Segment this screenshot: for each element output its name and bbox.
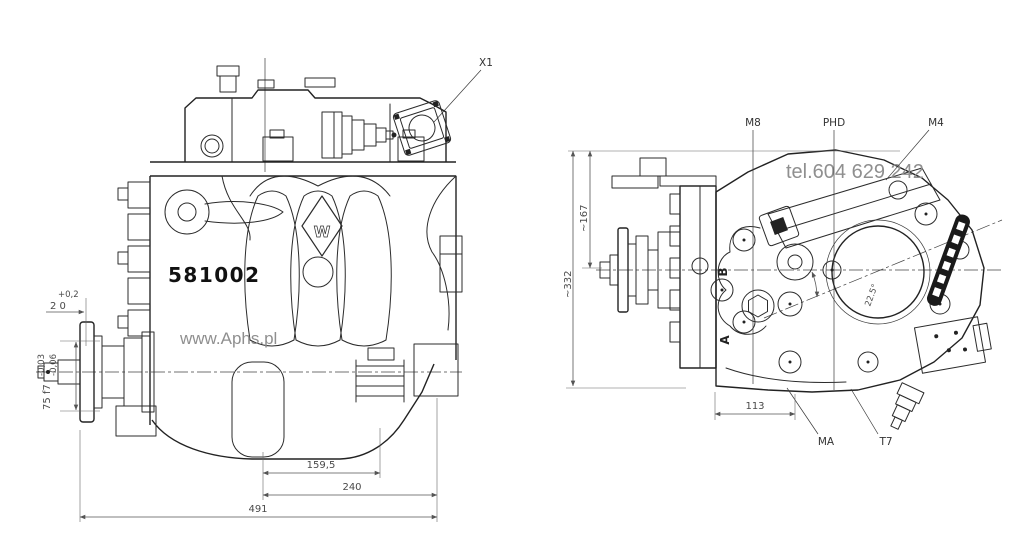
bottom-callouts: MA T7 [786, 387, 893, 448]
dimension-step: +0,2 2 0 [46, 290, 87, 346]
dimension-113: 113 [714, 392, 796, 420]
x1-connector [392, 100, 452, 156]
bolt-circles [691, 180, 970, 374]
hex-plug [741, 289, 775, 323]
valve-block [913, 316, 992, 374]
view-letter-a: A [718, 335, 732, 345]
logo-letter: W [314, 223, 331, 241]
manufacturer-logo: W [301, 195, 343, 257]
shaft-stack [599, 227, 681, 313]
end-view: B A tel.604 629 242 M8 PHD M4 MA T7 ~167 [563, 117, 1003, 448]
side-view: X1 [36, 57, 493, 522]
dimension-shaft-diameter: 75 f7 -0,03 -0,06 [37, 340, 100, 412]
dimension-159-5-text: 159,5 [307, 460, 336, 471]
m4-callout-label: M4 [928, 117, 944, 129]
shaft-tol-upper: -0,03 [37, 354, 47, 376]
crankcase [117, 175, 463, 425]
end-body: B A [691, 149, 992, 430]
dimension-step-tolerance: +0,2 [58, 290, 79, 300]
cylinder-axis-centerline [763, 219, 1003, 319]
phone-watermark: tel.604 629 242 [786, 161, 924, 183]
dimension-angle-text: 22.5° [863, 283, 880, 308]
dimension-332-text: ~332 [563, 271, 574, 298]
dimension-167-text: ~167 [579, 205, 590, 232]
dimension-240: 240 [262, 398, 438, 522]
t7-callout-label: T7 [878, 436, 892, 448]
drain-fitting [890, 382, 925, 430]
dimension-240-text: 240 [342, 482, 361, 493]
oil-sump [115, 359, 435, 460]
head-top-bolts [216, 65, 336, 93]
dimension-491-text: 491 [248, 504, 267, 515]
x1-callout-label: X1 [479, 57, 493, 69]
embossed-brand-band [926, 214, 970, 306]
unloader-fitting [321, 111, 397, 159]
shaft-tol-lower: -0,06 [49, 354, 59, 376]
view-letter-b: B [716, 267, 730, 276]
m8-callout-label: M8 [745, 117, 761, 129]
part-number: 581002 [168, 263, 261, 287]
dimension-491: 491 [79, 430, 438, 522]
top-callouts: M8 PHD M4 [745, 117, 944, 390]
phd-callout-label: PHD [823, 117, 845, 129]
dimension-113-text: 113 [745, 401, 764, 412]
dimension-159-5: 159,5 [262, 428, 381, 500]
x1-leader-line [433, 69, 482, 123]
ma-callout-label: MA [818, 436, 835, 448]
shaft-diameter-text: 75 f7 [42, 384, 53, 410]
square-port [758, 205, 800, 247]
crankshaft-flange [37, 321, 155, 423]
dimension-167: ~167 [568, 150, 900, 269]
dimension-angle: 22.5° [811, 271, 881, 308]
website-watermark: www.Aphs.pl [179, 329, 277, 348]
dimension-step-nominal: 2 0 [50, 301, 66, 312]
dimension-332: ~332 [563, 150, 686, 389]
